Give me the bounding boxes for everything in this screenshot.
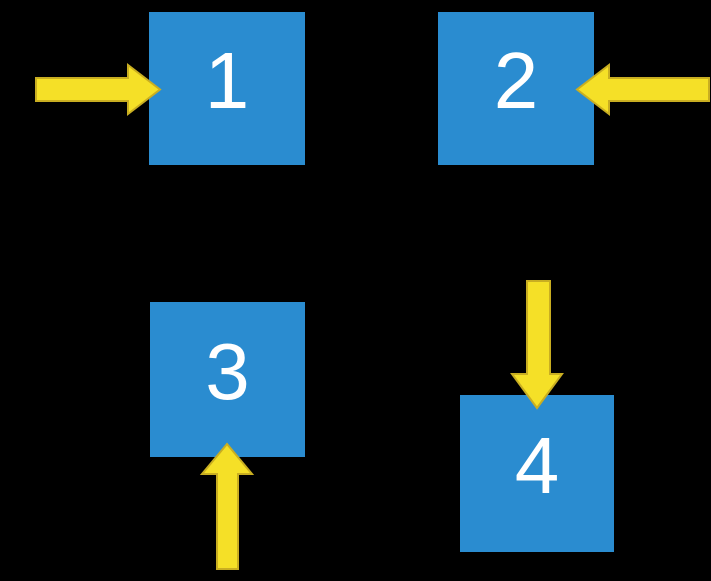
square-4: 4	[460, 395, 614, 552]
square-2: 2	[438, 12, 594, 165]
square-3-label: 3	[205, 326, 250, 416]
arrow-right-icon	[35, 62, 162, 117]
square-1: 1	[149, 12, 305, 165]
square-4-label: 4	[514, 420, 560, 510]
square-1-label: 1	[204, 35, 250, 125]
arrow-left-icon	[575, 62, 710, 117]
square-3: 3	[150, 302, 305, 457]
arrow-up-icon	[199, 442, 255, 570]
square-2-label: 2	[493, 35, 539, 125]
arrow-down-icon	[510, 280, 564, 410]
